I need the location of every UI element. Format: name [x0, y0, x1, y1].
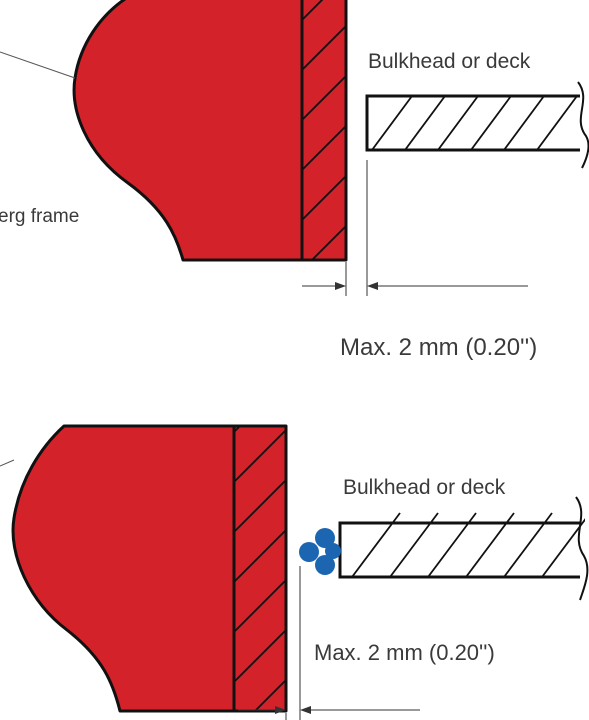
gap-dimension-bottom	[238, 566, 420, 720]
deck-top	[365, 81, 589, 169]
frame-label: erg frame	[0, 206, 79, 227]
deck-bottom	[338, 496, 589, 601]
frame-leader-line-top	[0, 51, 76, 79]
gap-label-top: Max. 2 mm (0.20'')	[340, 334, 537, 361]
top-detail: erg frame Bulkhead or deck Max. 2 mm	[0, 0, 589, 361]
surface-label-bottom: Bulkhead or deck	[343, 476, 506, 499]
bottom-detail: Bulkhead or deck Max. 2 mm (0.20'')	[0, 424, 589, 720]
frame-profile-bottom	[11, 424, 288, 713]
hatched-strip-bottom	[234, 426, 286, 711]
hatched-strip-top	[302, 0, 346, 260]
gap-label-bottom: Max. 2 mm (0.20'')	[314, 640, 495, 665]
frame-leader-line-bottom	[0, 459, 15, 467]
gap-dimension-top	[302, 160, 528, 296]
frame-profile-top	[72, 0, 348, 262]
surface-label-top: Bulkhead or deck	[368, 50, 531, 73]
sealant-bead	[299, 528, 341, 575]
